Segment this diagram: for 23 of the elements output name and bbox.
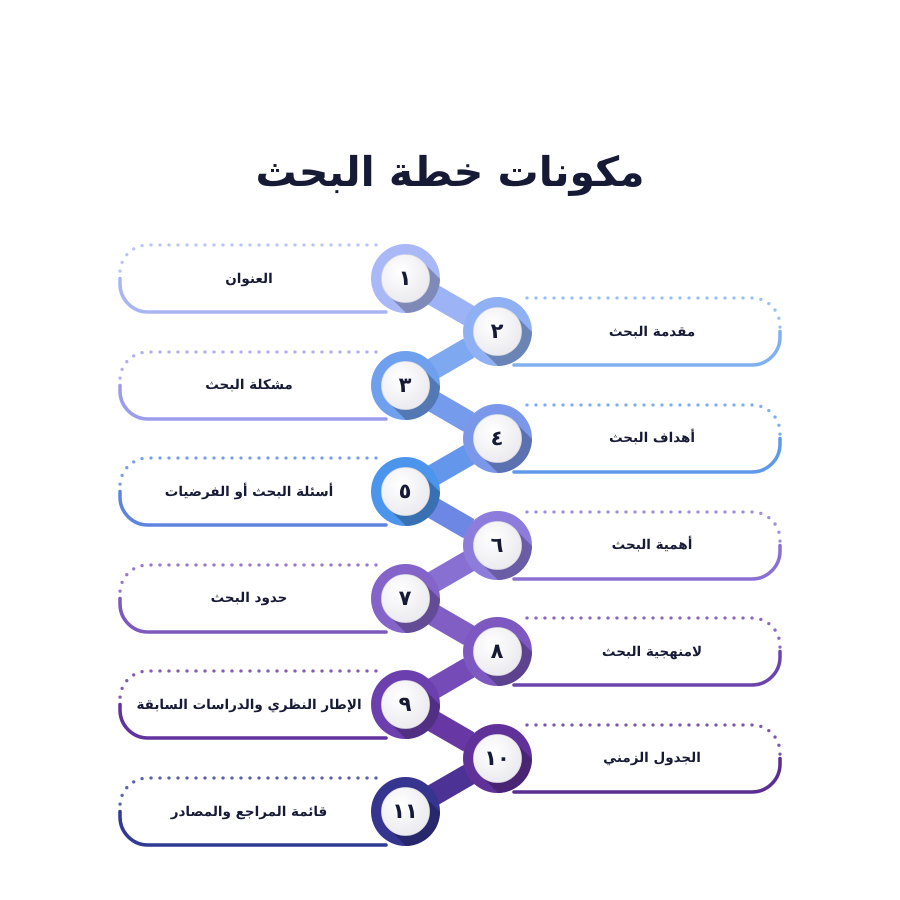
number-circle: ٢ [462,297,532,366]
step-bar: لامنهجية البحث [512,616,782,688]
step-bar: أسئلة البحث أو الفرضيات [118,456,388,528]
step-bar: حدود البحث [118,562,388,634]
number-circle: ٥ [370,457,440,526]
step-bar: مشكلة البحث [118,350,388,421]
step-bar: أهمية البحث [512,510,782,580]
step-bar: قائمة المراجع والمصادر [118,776,388,847]
number-circle: ٧ [370,564,440,633]
step-bar: الجدول الزمني [512,722,782,794]
number-circle: ٩ [370,670,440,740]
title: مكونات خطة البحث [256,147,644,198]
number-circle: ٣ [370,350,440,420]
step-bar: العنوان [118,243,388,314]
number-circle: ١٠ [462,724,532,793]
number-circle: ١١ [370,777,440,846]
number-circle: ٦ [462,510,532,580]
number-circle: ٨ [462,617,532,686]
step-bar: مقدمة البحث [512,296,782,368]
step-bar: الإطار النظري والدراسات السابقة [118,669,388,740]
step-bar: أهداف البحث [512,402,782,474]
number-circle: ١ [370,244,440,313]
number-circle: ٤ [462,404,532,473]
